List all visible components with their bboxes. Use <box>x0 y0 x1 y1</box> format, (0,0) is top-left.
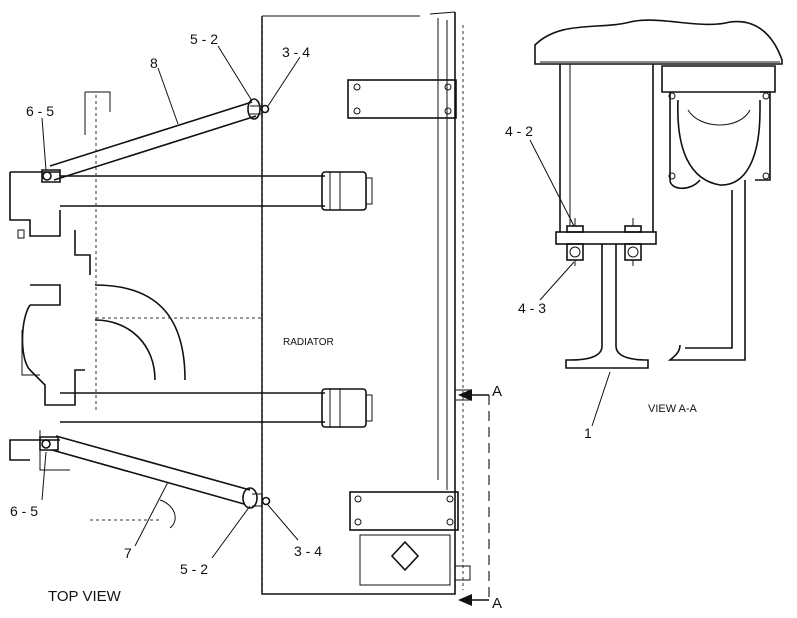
section-arrow-bottom <box>458 594 472 606</box>
radiator-body <box>261 11 471 595</box>
leader-lines-top-view <box>41 45 301 559</box>
callout-1: 1 <box>584 425 592 441</box>
top-view: 8 5 - 2 3 - 4 6 - 5 6 - 5 7 5 - 2 3 - 4 … <box>9 11 502 612</box>
bolt-6-5-top <box>42 171 52 181</box>
nut-4-3 <box>566 243 584 261</box>
section-a-marker <box>458 389 490 606</box>
brace-rod-8 <box>41 98 270 183</box>
bolt-6-5-bottom <box>41 439 51 449</box>
callout-8: 8 <box>150 55 158 71</box>
bracket-body <box>559 64 654 232</box>
hose-upper <box>60 171 373 211</box>
callout-6-5-bottom: 6 - 5 <box>10 503 38 519</box>
callout-7: 7 <box>124 545 132 561</box>
i-beam-1 <box>565 244 649 369</box>
bolt-3-4-bottom <box>261 496 271 506</box>
mounting-plate-bottom <box>349 491 459 531</box>
section-a-bottom: A <box>492 595 502 612</box>
bolt-3-4-top <box>260 104 270 114</box>
hose-lower <box>60 388 373 428</box>
callout-4-2: 4 - 2 <box>505 123 533 139</box>
view-a-a: 4 - 2 4 - 3 1 VIEW A-A <box>505 19 783 441</box>
engine-outline <box>9 91 262 529</box>
top-view-title: TOP VIEW <box>48 588 122 605</box>
callout-4-3: 4 - 3 <box>518 300 546 316</box>
clamp-5-2-top <box>247 98 261 120</box>
tank-top-break <box>534 19 783 65</box>
nut-4-2 <box>566 225 584 233</box>
bolted-flange <box>555 218 657 266</box>
mounting-plate-top <box>347 79 457 119</box>
callout-6-5-top: 6 - 5 <box>26 103 54 119</box>
callout-5-2-bottom: 5 - 2 <box>180 561 208 577</box>
section-arrow-top <box>458 389 472 401</box>
radiator-label: RADIATOR <box>283 337 334 348</box>
view-a-a-title: VIEW A-A <box>648 403 698 415</box>
section-a-top: A <box>492 383 502 400</box>
callout-3-4-bottom: 3 - 4 <box>294 543 322 559</box>
callout-5-2-top: 5 - 2 <box>190 31 218 47</box>
frame-rail <box>667 180 746 361</box>
clamp-5-2-bottom <box>242 487 258 509</box>
tank-body <box>661 65 776 190</box>
brace-rod-7 <box>39 435 271 509</box>
callout-3-4-top: 3 - 4 <box>282 44 310 60</box>
drain-diamond <box>390 540 420 572</box>
